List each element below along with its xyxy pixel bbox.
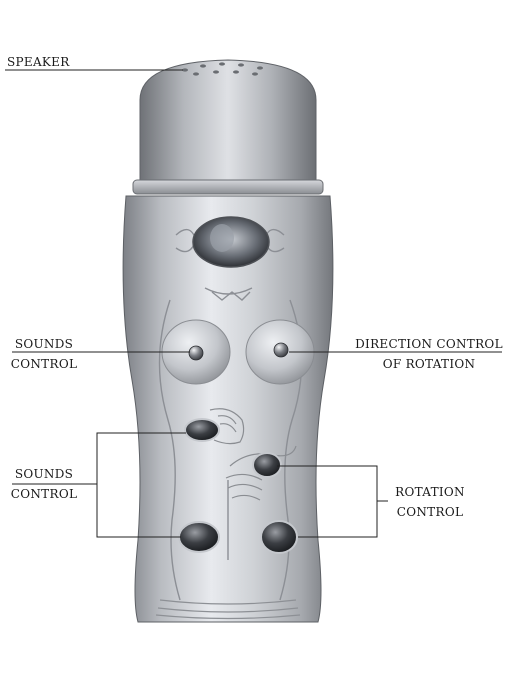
speaker-cap — [139, 59, 317, 183]
sounds-control-label-bottom-line2: CONTROL — [10, 487, 78, 501]
device-body — [122, 195, 334, 623]
rotation-control-label-line2: CONTROL — [396, 505, 464, 519]
direction-control-label: DIRECTION CONTROL OF ROTATION — [352, 334, 506, 374]
sounds-control-label-bottom: SOUNDS CONTROL — [10, 464, 78, 504]
speaker-label-text: SPEAKER — [7, 55, 70, 69]
direction-control-label-line2: OF ROTATION — [382, 357, 476, 371]
sounds-control-label-top-line1: SOUNDS — [14, 337, 74, 351]
sounds-control-label-top-line2: CONTROL — [10, 357, 78, 371]
hand-relief-upper — [209, 408, 245, 445]
sounds-control-2-bracket — [96, 432, 186, 538]
sounds-control-label-top: SOUNDS CONTROL — [10, 334, 78, 374]
cap-ring — [132, 179, 324, 195]
rotation-control-label: ROTATION CONTROL — [388, 482, 472, 522]
sounds-control-button-top[interactable] — [188, 345, 204, 361]
rotation-control-button-lower[interactable] — [260, 520, 298, 554]
speaker-holes — [182, 62, 263, 76]
leader-lines — [5, 69, 502, 538]
sounds-control-button-lower[interactable] — [178, 521, 220, 553]
speaker-label: SPEAKER — [7, 52, 70, 72]
rotation-control-label-line1: ROTATION — [395, 485, 465, 499]
direction-control-button[interactable] — [273, 342, 289, 358]
sounds-control-button-upper[interactable] — [184, 418, 220, 442]
sounds-control-label-bottom-line1: SOUNDS — [14, 467, 74, 481]
rotation-control-button-upper[interactable] — [252, 452, 282, 478]
direction-control-label-line1: DIRECTION CONTROL — [355, 337, 503, 351]
base-ridges — [155, 599, 301, 620]
